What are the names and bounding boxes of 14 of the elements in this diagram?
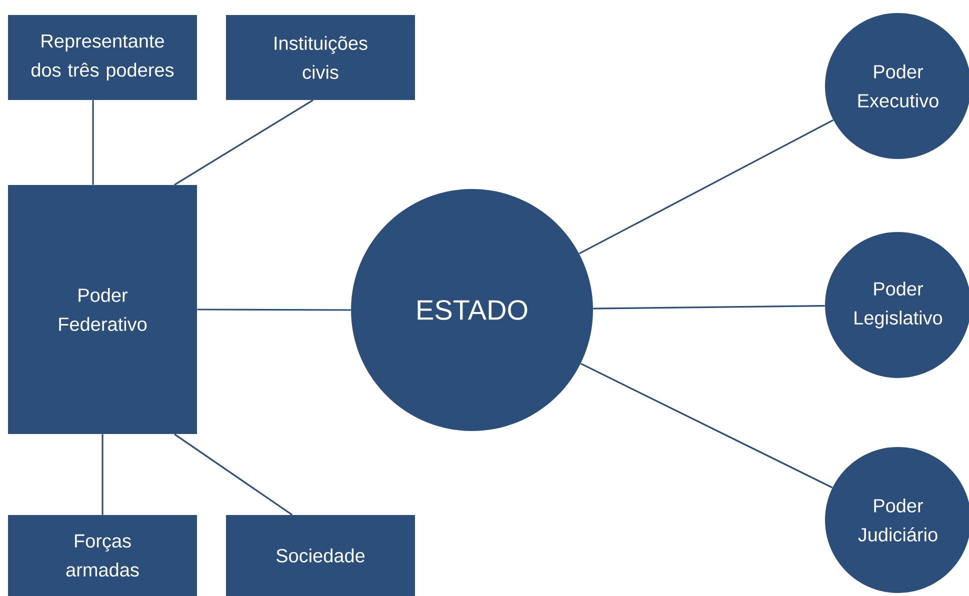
connector-line <box>102 434 104 515</box>
connector-line <box>92 100 94 185</box>
text-box: Poder Federativo <box>8 185 197 434</box>
text-box: Sociedade <box>226 515 415 596</box>
connector-line <box>174 434 293 516</box>
text-box: Representante dos três poderes <box>8 15 197 100</box>
circle-node: ESTADO <box>351 189 593 431</box>
connector-line <box>174 100 314 186</box>
text-box: Instituições civis <box>226 15 415 100</box>
connector-line <box>593 305 825 310</box>
connector-line <box>578 119 834 254</box>
text-box: Forças armadas <box>8 515 197 596</box>
connector-line <box>197 308 351 311</box>
connector-line <box>580 362 833 488</box>
